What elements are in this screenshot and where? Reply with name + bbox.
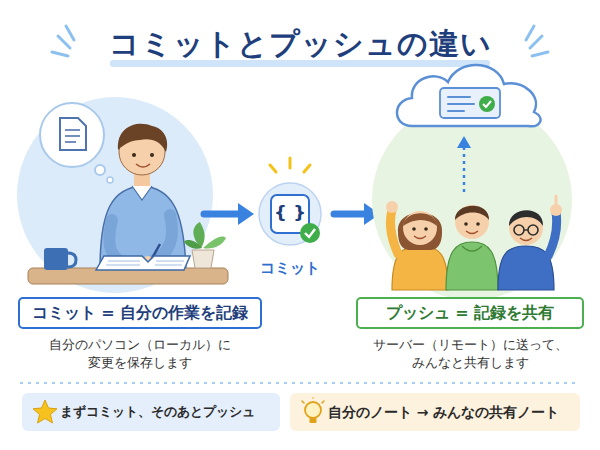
person-boy (446, 205, 498, 290)
star-icon (30, 397, 60, 427)
tip-text: 自分のノート → みんなの共有ノート (328, 403, 559, 421)
person-woman (386, 201, 448, 290)
title-underline (110, 60, 490, 67)
icon-node: { } コミット (250, 178, 330, 286)
left-ground (17, 97, 213, 293)
label-frame: プッシュ = 記録を共有 (356, 297, 584, 329)
label-heading: プッシュ = 記録を共有 (366, 303, 574, 323)
separator (20, 382, 580, 384)
flow-arrow (204, 203, 254, 225)
box-node: コミット = 自分の作業を記録自分のパソコン（ローカル）に 変更を保存します (18, 297, 262, 372)
person-man (498, 196, 562, 290)
plant (184, 222, 226, 268)
title: コミットとプッシュの違い (0, 24, 600, 65)
notebook (96, 256, 190, 270)
mug (44, 248, 76, 270)
person-writing (100, 124, 186, 270)
label-body: 自分のパソコン（ローカル）に 変更を保存します (45, 336, 235, 372)
box-node: プッシュ = 記録を共有サーバー（リモート）に送って、 みんなと共有します (356, 297, 584, 372)
sparkle (270, 158, 310, 172)
tip-node: まずコミット、そのあとプッシュ (22, 393, 280, 431)
label-heading: コミット = 自分の作業を記録 (28, 303, 252, 323)
right-ground (372, 100, 572, 300)
icon-label: コミット (250, 258, 330, 278)
cloud-server (397, 65, 541, 126)
bulb-icon (298, 397, 328, 427)
thought-bubble (40, 103, 113, 183)
upload-arrow (457, 136, 471, 192)
label-frame: コミット = 自分の作業を記録 (18, 297, 262, 329)
icon-glyph: { } (250, 200, 330, 226)
label-body: サーバー（リモート）に送って、 みんなと共有します (368, 336, 573, 372)
tip-node: 自分のノート → みんなの共有ノート (290, 393, 580, 431)
tip-text: まずコミット、そのあとプッシュ (60, 403, 255, 421)
